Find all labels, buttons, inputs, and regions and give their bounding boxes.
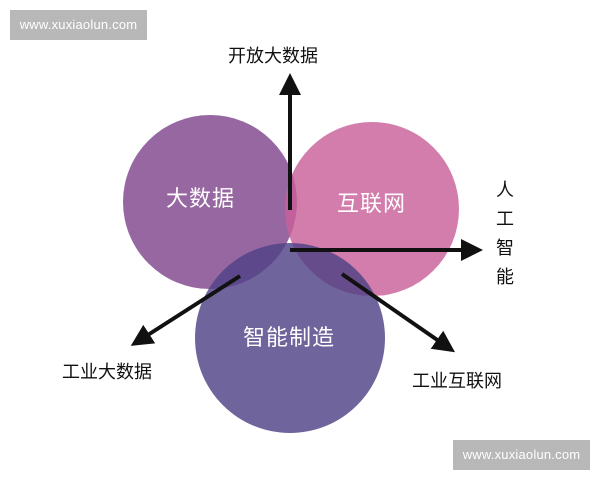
big-data-circle xyxy=(123,115,297,289)
watermark-bottom: www.xuxiaolun.com xyxy=(453,440,590,470)
industrial-big-data-label: 工业大数据 xyxy=(62,362,152,383)
open-big-data-label: 开放大数据 xyxy=(228,46,318,67)
ai-label: 人工智能 xyxy=(496,180,514,288)
watermark-top: www.xuxiaolun.com xyxy=(10,10,147,40)
smart-manufacturing-label: 智能制造 xyxy=(243,326,336,351)
smart-manufacturing-circle xyxy=(195,243,385,433)
big-data-label: 大数据 xyxy=(166,187,236,212)
arrow-lower-right xyxy=(340,272,456,353)
arrow-lower-left xyxy=(130,274,242,346)
internet-label: 互联网 xyxy=(337,192,407,217)
industrial-internet-label: 工业互联网 xyxy=(412,371,502,392)
